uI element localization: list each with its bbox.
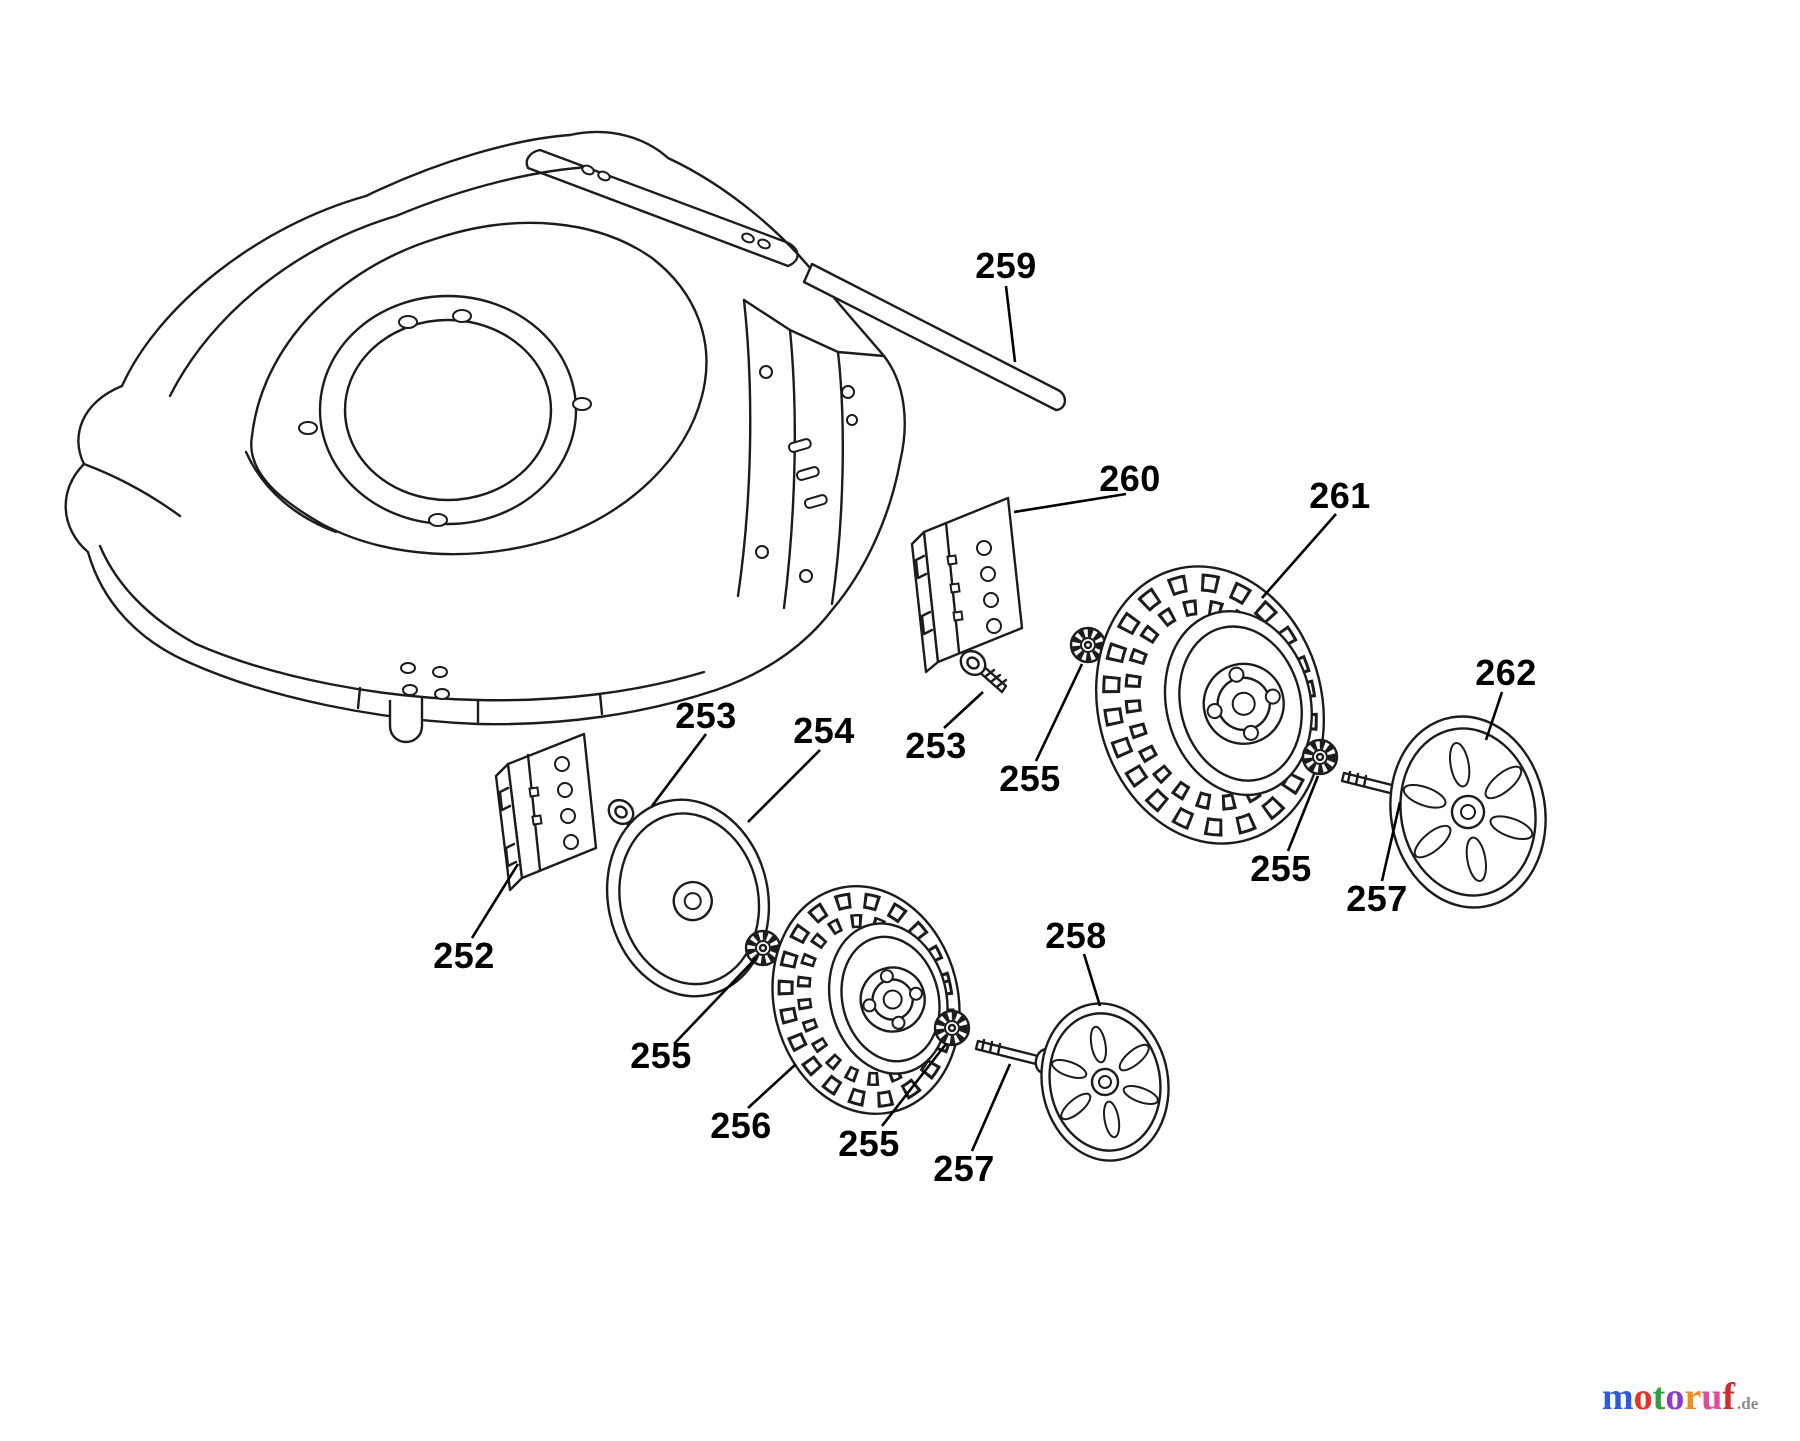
part-label-255-d: 255 <box>838 1123 900 1164</box>
logo-letter-5: r <box>1684 1376 1702 1418</box>
part-label-255-c: 255 <box>630 1035 692 1076</box>
part-label-262: 262 <box>1475 652 1537 693</box>
logo-suffix: .de <box>1736 1394 1759 1413</box>
mounting-bracket-252 <box>494 732 598 892</box>
mower-deck-housing <box>64 130 906 744</box>
hubcap-258 <box>1040 1002 1170 1162</box>
motoruf-logo[interactable]: motoruf.de <box>1602 1378 1758 1416</box>
part-label-260: 260 <box>1099 458 1161 499</box>
logo-letter-3: t <box>1652 1376 1666 1418</box>
wheel-261 <box>1094 565 1326 845</box>
screw-253-right <box>959 649 1008 694</box>
logo-letter-6: u <box>1701 1376 1723 1418</box>
part-label-254: 254 <box>793 710 855 751</box>
part-label-257-bottom: 257 <box>933 1148 995 1189</box>
locknut-255-c <box>744 929 782 967</box>
disc-wheel-254 <box>605 798 771 998</box>
locknut-255-d <box>933 1009 971 1047</box>
logo-letter-4: o <box>1665 1376 1685 1418</box>
part-label-255-b: 255 <box>1250 848 1312 889</box>
part-label-253-left: 253 <box>675 695 737 736</box>
part-label-255-a: 255 <box>999 758 1061 799</box>
part-label-258: 258 <box>1045 915 1107 956</box>
part-label-259: 259 <box>975 245 1037 286</box>
logo-letter-7: f <box>1722 1376 1735 1418</box>
leader-lines <box>470 285 1504 1152</box>
part-label-257-top: 257 <box>1346 878 1408 919</box>
part-label-252: 252 <box>433 935 495 976</box>
locknut-255-b <box>1301 738 1339 776</box>
part-label-253-right: 253 <box>905 725 967 766</box>
part-label-261: 261 <box>1309 475 1371 516</box>
logo-letter-2: o <box>1633 1376 1653 1418</box>
handle-rod-259 <box>802 262 1067 412</box>
wheel-256 <box>771 885 961 1115</box>
logo-letter-1: m <box>1602 1376 1634 1418</box>
mounting-bracket-260 <box>910 496 1024 674</box>
part-label-256: 256 <box>710 1105 772 1146</box>
hubcap-262 <box>1389 715 1547 909</box>
